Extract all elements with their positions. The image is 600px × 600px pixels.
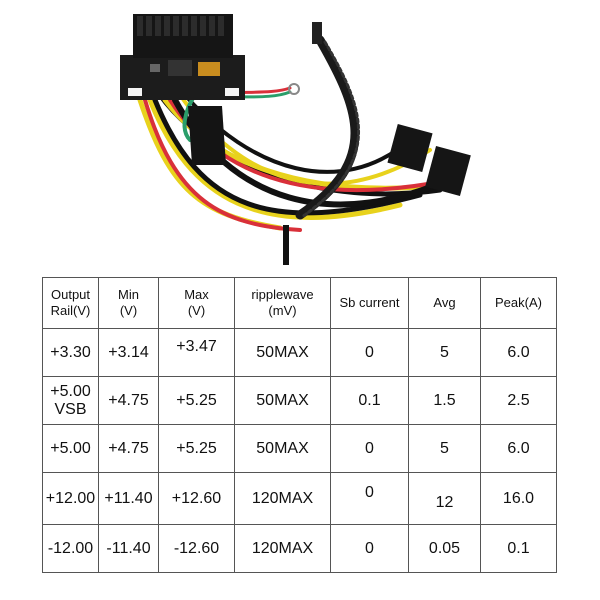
cell-sb-current: 0 <box>330 472 409 525</box>
cell-rail: +5.00 <box>42 424 99 473</box>
cell-peak: 16.0 <box>480 472 557 525</box>
header-min: Min (V) <box>98 277 159 329</box>
cell-avg: 5 <box>408 424 481 473</box>
header-output-rail: Output Rail(V) <box>42 277 99 329</box>
cell-sb-current: 0 <box>330 524 409 573</box>
cell-sb-current: 0 <box>330 328 409 377</box>
table-row: -12.00 -11.40 -12.60 120MAX 0 0.05 0.1 <box>42 524 557 573</box>
cell-max: +5.25 <box>158 376 235 425</box>
power-module-photo <box>120 14 471 265</box>
cell-ripple: 120MAX <box>234 472 331 525</box>
header-row: Output Rail(V) Min (V) Max (V) ripplewav… <box>42 277 557 329</box>
cell-min: +4.75 <box>98 376 159 425</box>
power-spec-table: Output Rail(V) Min (V) Max (V) ripplewav… <box>42 277 557 573</box>
header-avg: Avg <box>408 277 481 329</box>
cell-min: +11.40 <box>98 472 159 525</box>
cell-avg: 12 <box>408 472 481 525</box>
cell-peak: 6.0 <box>480 328 557 377</box>
cell-avg: 5 <box>408 328 481 377</box>
header-peak: Peak(A) <box>480 277 557 329</box>
cell-ripple: 50MAX <box>234 424 331 473</box>
cell-peak: 6.0 <box>480 424 557 473</box>
cell-max: +12.60 <box>158 472 235 525</box>
cell-rail: +12.00 <box>42 472 99 525</box>
cell-ripple: 50MAX <box>234 328 331 377</box>
table-row: +5.00 VSB +4.75 +5.25 50MAX 0.1 1.5 2.5 <box>42 376 557 425</box>
cell-sb-current: 0 <box>330 424 409 473</box>
header-max: Max (V) <box>158 277 235 329</box>
cell-avg: 0.05 <box>408 524 481 573</box>
cell-ripple: 120MAX <box>234 524 331 573</box>
cell-min: +3.14 <box>98 328 159 377</box>
cell-max: +3.47 <box>158 328 235 377</box>
cell-peak: 2.5 <box>480 376 557 425</box>
header-ripplewave: ripplewave (mV) <box>234 277 331 329</box>
cell-sb-current: 0.1 <box>330 376 409 425</box>
cell-peak: 0.1 <box>480 524 557 573</box>
cell-avg: 1.5 <box>408 376 481 425</box>
cell-max: +5.25 <box>158 424 235 473</box>
cell-min: -11.40 <box>98 524 159 573</box>
cell-ripple: 50MAX <box>234 376 331 425</box>
table-row: +3.30 +3.14 +3.47 50MAX 0 5 6.0 <box>42 328 557 377</box>
cell-rail: +5.00 VSB <box>42 376 99 425</box>
cell-rail: -12.00 <box>42 524 99 573</box>
cell-rail: +3.30 <box>42 328 99 377</box>
header-sb-current: Sb current <box>330 277 409 329</box>
table-row: +5.00 +4.75 +5.25 50MAX 0 5 6.0 <box>42 424 557 473</box>
table-row: +12.00 +11.40 +12.60 120MAX 0 12 16.0 <box>42 472 557 525</box>
cell-min: +4.75 <box>98 424 159 473</box>
cell-max: -12.60 <box>158 524 235 573</box>
